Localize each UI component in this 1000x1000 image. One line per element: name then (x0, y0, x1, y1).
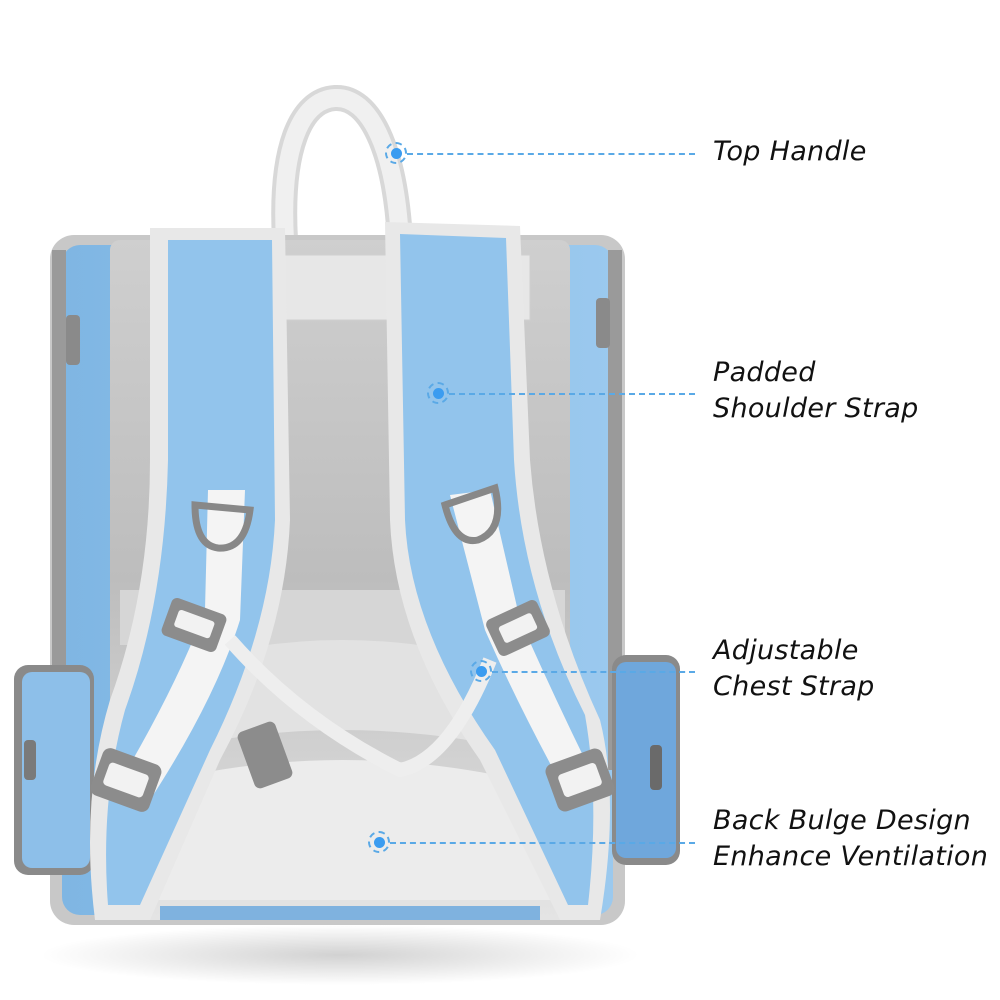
callout-marker-top-handle (385, 142, 407, 164)
callout-label-padded-shoulder-strap: Padded Shoulder Strap (713, 355, 919, 427)
marker-dot-icon (432, 387, 444, 399)
callout-line-back-bulge (390, 842, 695, 844)
callout-line-padded-shoulder-strap (449, 393, 695, 395)
right-side-pocket (612, 655, 680, 865)
label-line: Adjustable (713, 635, 859, 666)
left-side-pocket (14, 665, 94, 875)
marker-dot-icon (390, 147, 402, 159)
floor-shadow (40, 925, 640, 985)
right-zipper-pull (596, 298, 610, 348)
left-zipper-pull (66, 315, 80, 365)
marker-dot-icon (373, 836, 385, 848)
callout-line-top-handle (407, 153, 695, 155)
left-shoulder-strap (90, 228, 290, 920)
label-line: Enhance Ventilation (713, 841, 989, 872)
label-line: Top Handle (713, 136, 867, 167)
callout-marker-adjustable-chest-strap (470, 660, 492, 682)
callout-label-top-handle: Top Handle (713, 134, 867, 170)
marker-dot-icon (475, 665, 487, 677)
label-line: Padded (713, 357, 816, 388)
label-line: Chest Strap (713, 671, 875, 702)
callout-marker-padded-shoulder-strap (427, 382, 449, 404)
top-handle (271, 85, 413, 253)
d-rings (191, 483, 502, 552)
label-line: Shoulder Strap (713, 393, 919, 424)
callout-label-adjustable-chest-strap: Adjustable Chest Strap (713, 633, 875, 705)
callout-label-back-bulge: Back Bulge Design Enhance Ventilation (713, 803, 988, 875)
chest-strap (224, 635, 497, 778)
callout-marker-back-bulge (368, 831, 390, 853)
callout-line-adjustable-chest-strap (492, 671, 695, 673)
label-line: Back Bulge Design (713, 805, 971, 836)
